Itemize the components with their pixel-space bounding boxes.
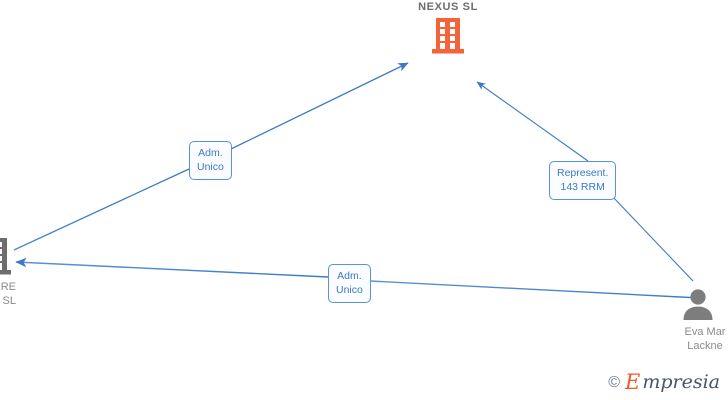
edge-label-line2: Unico <box>336 284 363 296</box>
node-left-icon-wrap <box>0 236 34 280</box>
edge-label-line2: Unico <box>197 161 224 173</box>
node-center-icon-wrap <box>364 17 532 60</box>
edge-label-adm-unico-left[interactable]: Adm. Unico <box>189 141 232 180</box>
brand-initial: E <box>624 370 641 394</box>
edge-person-to-left[interactable] <box>15 257 701 299</box>
edge-label-adm-unico-person[interactable]: Adm. Unico <box>328 264 371 303</box>
building-icon <box>432 18 464 54</box>
edge-label-line1: Adm. <box>198 147 223 159</box>
edge-label-line1: Represent. <box>557 167 609 179</box>
building-icon <box>0 238 11 275</box>
empresia-watermark: © E mpresia <box>608 372 720 393</box>
edge-label-line1: Adm. <box>337 270 362 282</box>
brand-name: mpresia <box>642 371 720 393</box>
node-left-label-line2: SL <box>2 295 16 307</box>
node-person-label-line1: Eva Mar <box>684 326 726 338</box>
copyright-icon: © <box>608 373 620 391</box>
node-left-label-line1: RE <box>0 281 16 293</box>
node-circular-nexus-sl[interactable]: CIRCULAR NEXUS SL <box>364 0 532 60</box>
node-person-label-line2: Lackne <box>687 340 723 352</box>
edge-label-represent-143-rrm[interactable]: Represent. 143 RRM <box>549 161 617 200</box>
edge-person-to-center[interactable] <box>476 81 694 282</box>
person-icon <box>683 289 713 320</box>
node-person-eva[interactable]: Eva Mar Lackne <box>668 288 728 353</box>
node-person-icon-wrap <box>668 288 728 325</box>
edge-label-line2: 143 RRM <box>560 181 605 193</box>
node-center-label-line2: NEXUS SL <box>418 1 478 13</box>
node-left-company[interactable]: RE SL <box>0 236 34 308</box>
edge-left-to-center[interactable] <box>13 62 409 251</box>
